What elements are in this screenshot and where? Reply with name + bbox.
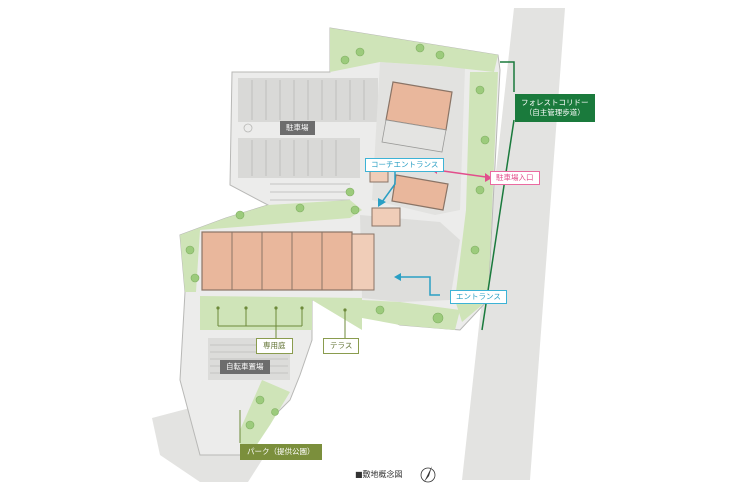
- map-title: ■敷地概念図: [355, 470, 403, 479]
- entrance-label: エントランス: [450, 290, 507, 304]
- forest-corridor-label-line1: フォレストコリドー: [521, 98, 589, 107]
- entrance-plaza: [360, 215, 460, 302]
- main-block-core: [351, 233, 375, 291]
- coach-entrance-arrowhead: [378, 198, 386, 207]
- garden-pointer-dots: [216, 306, 347, 312]
- middle-residence-block: [391, 174, 449, 211]
- parking-label: 駐車場: [280, 121, 315, 135]
- entrance-arrowhead: [394, 273, 401, 281]
- parking-turn-circle: [243, 123, 253, 133]
- coach-entrance-label: コーチエントランス: [365, 158, 445, 172]
- green-east-strip: [455, 72, 498, 322]
- private-garden-label: 専用庭: [256, 338, 293, 354]
- parking-stall-lines: [251, 80, 365, 201]
- forest-corridor-label-line2: （自主管理歩道）: [524, 108, 585, 118]
- garden-pointer-lines: [217, 308, 346, 443]
- north-arrow-icon: [420, 466, 436, 483]
- north-block-lower: [381, 119, 447, 153]
- park-label: パーク（提供公園）: [240, 444, 322, 460]
- parking-lot-south: [238, 138, 360, 178]
- green-west: [180, 200, 362, 292]
- parking-entrance-label: 駐車場入口: [490, 171, 540, 185]
- bicycle-parking-label: 自転車置場: [220, 360, 270, 374]
- main-block-dividers: [231, 232, 323, 290]
- parking-entrance-arrowhead-right: [485, 173, 492, 182]
- entrance-hall: [371, 207, 401, 227]
- tree-markers: [185, 43, 490, 430]
- terrace-label: テラス: [323, 338, 360, 354]
- forest-corridor-bracket-top: [500, 61, 515, 92]
- entrance-arrow: [400, 276, 440, 296]
- road-east: [462, 8, 565, 480]
- green-private-garden: [200, 296, 362, 330]
- green-north: [330, 28, 498, 72]
- green-park: [240, 380, 290, 455]
- main-residence-block: [201, 231, 353, 291]
- forest-corridor-label: フォレストコリドー （自主管理歩道）: [515, 94, 595, 123]
